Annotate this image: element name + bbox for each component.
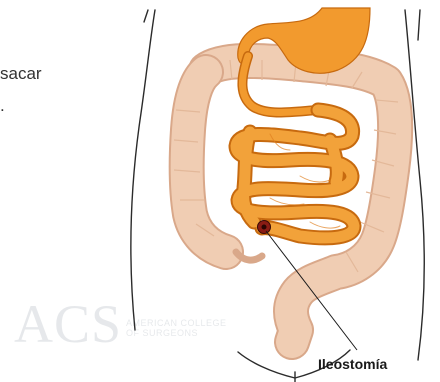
watermark-logo: ACS AMERICAN COLLEGE OF SURGEONS <box>8 296 248 352</box>
ileostomy-stoma <box>258 221 271 234</box>
ileostomy-label: Ileostomía <box>318 356 387 372</box>
small-intestine <box>236 110 354 238</box>
appendix <box>236 252 262 260</box>
body-outline-right-tick <box>418 10 420 40</box>
ascending-colon-fill <box>187 72 226 252</box>
body-outline-left <box>131 10 155 330</box>
body-outline-left-tick <box>144 10 148 22</box>
watermark-acs-letters: ACS <box>14 296 122 352</box>
watermark-line-2: OF SURGEONS <box>126 328 198 338</box>
watermark-line-1: AMERICAN COLLEGE <box>126 318 227 328</box>
